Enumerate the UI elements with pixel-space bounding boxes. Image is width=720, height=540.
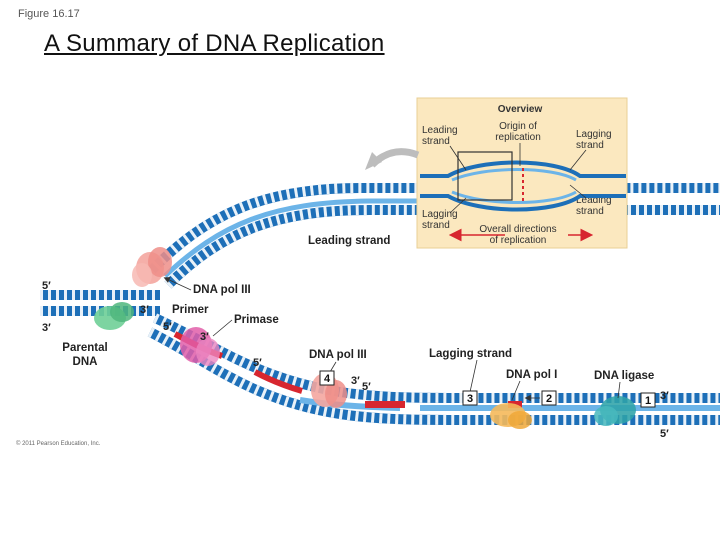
- label-dna-ligase: DNA ligase: [594, 370, 654, 382]
- overview-directions-line2: of replication: [490, 235, 547, 246]
- overview-leading-bottom-line1: Leading: [576, 195, 612, 206]
- dna-pol-iii-leading: [132, 247, 172, 287]
- svg-text:3: 3: [467, 393, 473, 405]
- overview-lagging-bottom-line2: strand: [422, 220, 450, 231]
- overview-origin-line2: replication: [495, 132, 541, 143]
- overview-directions-line1: Overall directions: [479, 224, 556, 235]
- step-box-2: 2: [541, 390, 557, 406]
- step-box-4: 4: [319, 370, 335, 386]
- helicase: [94, 302, 134, 330]
- copyright-notice: © 2011 Pearson Education, Inc.: [16, 441, 101, 447]
- prime-primase-3: 3′: [200, 331, 209, 343]
- label-parental-dna-line2: DNA: [73, 356, 98, 368]
- label-parental-dna-line1: Parental: [62, 342, 107, 354]
- svg-text:2: 2: [546, 393, 552, 405]
- overview-origin-line1: Origin of: [499, 121, 537, 132]
- overview-leading-top-line2: strand: [422, 136, 450, 147]
- rna-primer-okazaki: [365, 401, 405, 408]
- rna-primer-fragment: [253, 369, 303, 394]
- label-lagging-strand: Lagging strand: [429, 348, 512, 360]
- prime-lagging-5: 5′: [253, 357, 262, 369]
- prime-right-3: 3′: [660, 390, 669, 402]
- svg-text:4: 4: [324, 373, 331, 385]
- overview-lagging-top-line1: Lagging: [576, 129, 612, 140]
- figure-label: Figure 16.17: [18, 8, 80, 20]
- overview-lagging-top-line2: strand: [576, 140, 604, 151]
- primase-protein: [180, 327, 220, 366]
- label-primase: Primase: [234, 314, 279, 326]
- prime-left-bottom: 3′: [42, 322, 51, 334]
- label-dna-pol-iii-top: DNA pol III: [193, 284, 251, 296]
- label-primer: Primer: [172, 304, 209, 316]
- prime-right-5: 5′: [660, 428, 669, 440]
- overview-inset: Overview Origin of replication Leading s…: [416, 97, 628, 249]
- overview-leading-top-line1: Leading: [422, 125, 458, 136]
- step-box-1: 1: [640, 392, 656, 408]
- dna-pol-i-protein: [490, 403, 532, 429]
- step-box-3: 3: [462, 390, 478, 406]
- label-dna-pol-i: DNA pol I: [506, 369, 557, 381]
- slide-title: A Summary of DNA Replication: [44, 30, 385, 57]
- label-leading-strand: Leading strand: [308, 235, 390, 247]
- svg-text:1: 1: [645, 395, 651, 407]
- prime-primer-3: 3′: [140, 304, 149, 316]
- prime-okazaki-3: 3′: [351, 375, 360, 387]
- overview-leading-bottom-line2: strand: [576, 206, 604, 217]
- prime-left-top: 5′: [42, 280, 51, 292]
- overview-lagging-bottom-line1: Lagging: [422, 209, 458, 220]
- dna-ligase-protein: [594, 396, 636, 426]
- zoom-arrow-head: [365, 152, 382, 170]
- overview-zoom-box: [457, 151, 513, 201]
- overview-heading: Overview: [498, 104, 543, 115]
- label-dna-pol-iii-lower: DNA pol III: [309, 349, 367, 361]
- prime-primer-5: 5′: [163, 321, 172, 333]
- prime-okazaki-5: 5′: [362, 381, 371, 393]
